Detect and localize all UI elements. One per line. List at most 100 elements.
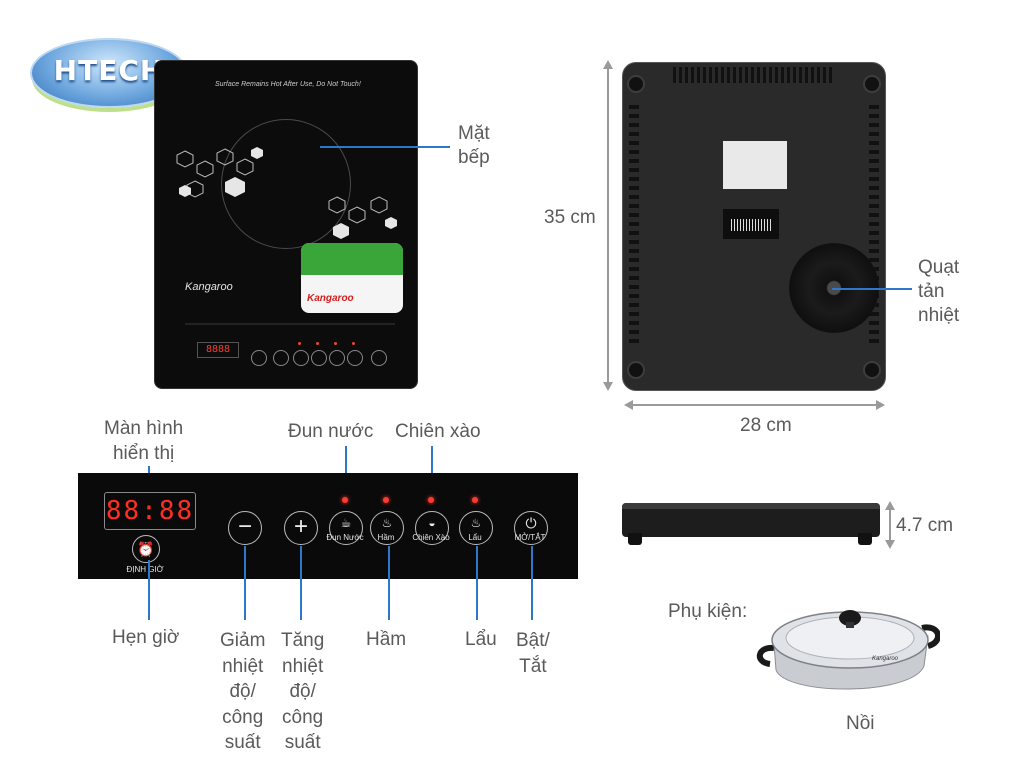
fan-label: Quạt tản nhiệt [918, 257, 960, 326]
power-label: Bật/ Tắt [516, 630, 550, 677]
side-foot [858, 533, 872, 545]
led-display: 88:88 [104, 492, 196, 530]
mini-fry-button [329, 350, 345, 366]
height-arrow-down [603, 382, 613, 391]
hexagon-pattern-left [176, 147, 263, 198]
decrease-callout-line [244, 546, 246, 620]
increase-label: Tăng nhiệt độ/ công suất [281, 630, 325, 753]
side-foot [628, 533, 642, 545]
mini-hotpot-button [347, 350, 363, 366]
hotpot-led [472, 497, 478, 503]
accessory-label: Phụ kiện: [668, 601, 748, 622]
display-label: Màn hình hiển thị [104, 418, 184, 464]
decrease-label: Giảm nhiệt độ/ công suất [220, 630, 266, 753]
stew-label: Hầm [366, 629, 407, 650]
cooking-zone-ring [221, 119, 351, 249]
increase-button[interactable]: + [284, 511, 318, 545]
hotpot-icon: ♨ [470, 516, 482, 530]
depth-arrow-up [885, 501, 895, 510]
width-label: 28 cm [740, 415, 792, 436]
cooktop-side-view [622, 503, 880, 545]
kettle-icon: ☕ [340, 516, 352, 530]
mini-boil-button [293, 350, 309, 366]
depth-arrow-down [885, 540, 895, 549]
power-icon: ⏻ [525, 515, 537, 531]
fry-button[interactable]: ◒ [415, 511, 449, 545]
control-panel: 88:88 ⏰ ĐỊNH GIỜ − + ☕ Đun Nước ♨ Hầm ◒ … [78, 473, 578, 579]
height-label: 35 cm [544, 207, 596, 228]
mini-led [316, 342, 319, 345]
surface-label: Mặt bếp [458, 123, 490, 168]
mini-stew-button [311, 350, 327, 366]
pot-label: Nồi [846, 713, 875, 734]
height-arrow-up [603, 60, 613, 69]
width-arrow-left [624, 400, 633, 410]
logo-text: HTECH [53, 54, 165, 87]
hotpot-accessory [757, 610, 940, 690]
rubber-foot [863, 361, 881, 379]
right-vent [869, 103, 879, 343]
stew-button[interactable]: ♨ [370, 511, 404, 545]
mini-display: 8888 [197, 342, 239, 358]
mini-led [352, 342, 355, 345]
timer-caption: ĐỊNH GIỜ [126, 565, 164, 574]
hexagon-pattern-right [328, 196, 397, 239]
pan-icon: ◒ [428, 516, 436, 530]
timer-button[interactable]: ⏰ [132, 535, 160, 563]
top-vent [673, 67, 833, 83]
fry-label: Chiên xào [395, 421, 481, 442]
clock-icon: ⏰ [137, 541, 155, 557]
cooktop-back-view [622, 62, 886, 391]
rubber-foot [863, 75, 881, 93]
power-callout-line [531, 546, 533, 620]
promo-sticker: Kangaroo [301, 243, 403, 313]
mini-led [334, 342, 337, 345]
minus-icon: − [237, 513, 252, 540]
sticker-brand: Kangaroo [307, 293, 354, 304]
increase-callout-line [300, 546, 302, 620]
hotpot-callout-line [476, 546, 478, 620]
hotpot-caption: Lẩu [468, 533, 482, 542]
control-strip-line [185, 323, 395, 325]
boil-button[interactable]: ☕ [329, 511, 363, 545]
boil-caption: Đun Nước [326, 533, 364, 542]
cooktop-top-view: Surface Remains Hot After Use, Do Not To… [154, 60, 418, 389]
depth-label: 4.7 cm [896, 515, 954, 536]
pot-icon: ♨ [381, 516, 393, 530]
depth-dimension-line [889, 507, 891, 545]
surface-callout-line [320, 146, 450, 148]
power-caption: MỞ/TẮT [514, 533, 546, 542]
spec-label [723, 141, 787, 189]
fry-caption: Chiên Xào [412, 533, 450, 542]
width-arrow-right [876, 400, 885, 410]
barcode-label [723, 209, 779, 239]
mini-minus-button [251, 350, 267, 366]
mini-power-button [371, 350, 387, 366]
boil-label: Đun nước [288, 421, 374, 442]
stew-caption: Hầm [377, 533, 395, 542]
sticker-green-band [301, 243, 403, 275]
width-dimension-line [630, 404, 880, 406]
plus-icon: + [293, 513, 308, 540]
hotpot-button[interactable]: ♨ [459, 511, 493, 545]
timer-callout-line [148, 560, 150, 620]
fry-led [428, 497, 434, 503]
decrease-button[interactable]: − [228, 511, 262, 545]
hot-surface-warning: Surface Remains Hot After Use, Do Not To… [215, 81, 361, 88]
power-button[interactable]: ⏻ [514, 511, 548, 545]
pot-brand: Kangaroo [872, 656, 899, 662]
side-top-edge [622, 503, 880, 509]
boil-led [342, 497, 348, 503]
rubber-foot [627, 361, 645, 379]
stew-led [383, 497, 389, 503]
mini-plus-button [273, 350, 289, 366]
height-dimension-line [607, 66, 609, 388]
cooktop-brand: Kangaroo [185, 281, 233, 293]
left-vent [629, 103, 639, 343]
rubber-foot [627, 75, 645, 93]
hotpot-label: Lẩu [465, 629, 497, 650]
stew-callout-line [388, 546, 390, 620]
timer-label: Hẹn giờ [112, 627, 180, 648]
fan-callout-line [832, 288, 912, 290]
mini-led [298, 342, 301, 345]
